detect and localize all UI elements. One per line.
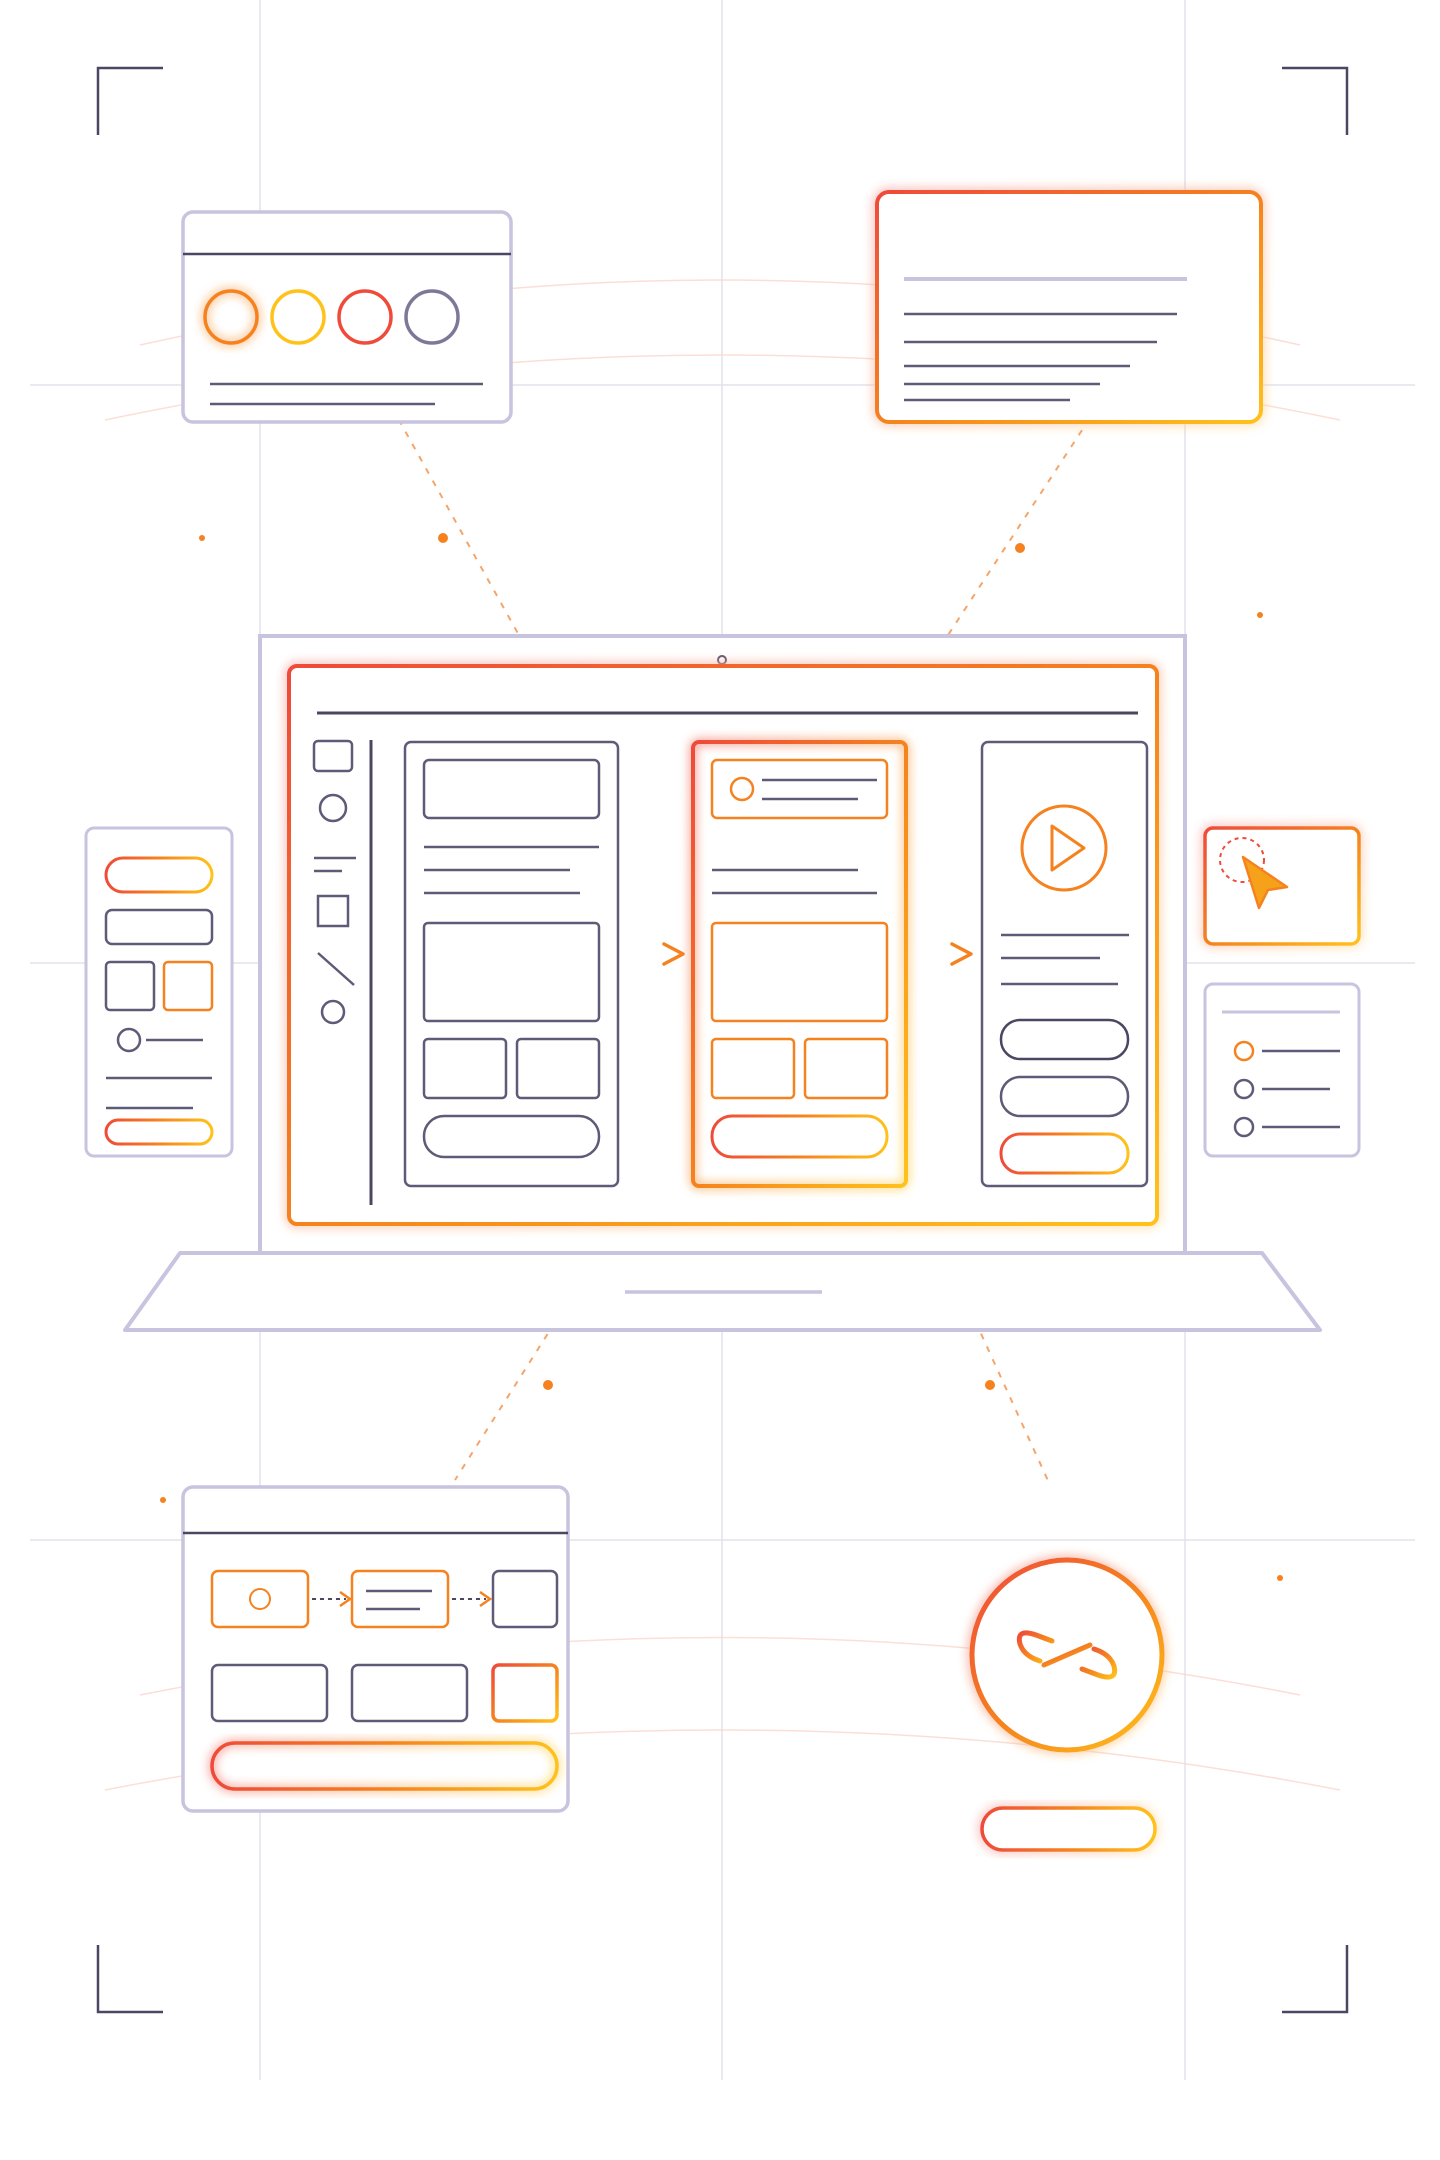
crop-marks xyxy=(96,66,1349,2014)
form-input xyxy=(104,908,214,946)
form-submit xyxy=(104,1118,214,1146)
avatar-icon xyxy=(729,776,755,802)
radio-list-card xyxy=(1203,982,1361,1158)
wireframe-screen-2 xyxy=(691,740,908,1188)
radio-icon xyxy=(1233,1078,1255,1100)
rectangle-tool-icon xyxy=(312,739,354,773)
swatch-orange xyxy=(203,289,259,345)
radio-icon xyxy=(1233,1116,1255,1138)
circle-tool-icon xyxy=(318,793,348,823)
link-icon xyxy=(1016,1630,1118,1680)
flow-card xyxy=(181,1485,570,1813)
square-tool-icon xyxy=(316,894,350,928)
play-icon xyxy=(1020,804,1108,892)
wireframe-screen-3 xyxy=(980,740,1149,1188)
arrow-right-icon xyxy=(662,942,685,966)
cursor-icon xyxy=(1241,855,1289,910)
arrow-right-icon xyxy=(950,942,973,966)
radio-selected-icon xyxy=(1233,1040,1255,1062)
radio-icon xyxy=(116,1027,142,1053)
form-card xyxy=(84,826,234,1158)
link-badge xyxy=(969,1557,1165,1852)
palette-card xyxy=(181,210,513,424)
cursor-card xyxy=(1203,826,1361,946)
form-button xyxy=(104,856,214,894)
wireframe-screen-1 xyxy=(403,740,620,1188)
connector-lines xyxy=(384,394,1106,1486)
tool-sidebar xyxy=(312,739,373,1205)
text-card xyxy=(875,190,1263,424)
swatch-yellow xyxy=(270,289,326,345)
badge-button xyxy=(980,1806,1157,1852)
ellipse-tool-icon xyxy=(320,999,346,1025)
laptop-screen xyxy=(287,664,1159,1226)
line-tool-icon xyxy=(317,952,355,986)
laptop xyxy=(123,634,1322,1332)
swatch-gray xyxy=(404,289,460,345)
swatch-red xyxy=(337,289,393,345)
